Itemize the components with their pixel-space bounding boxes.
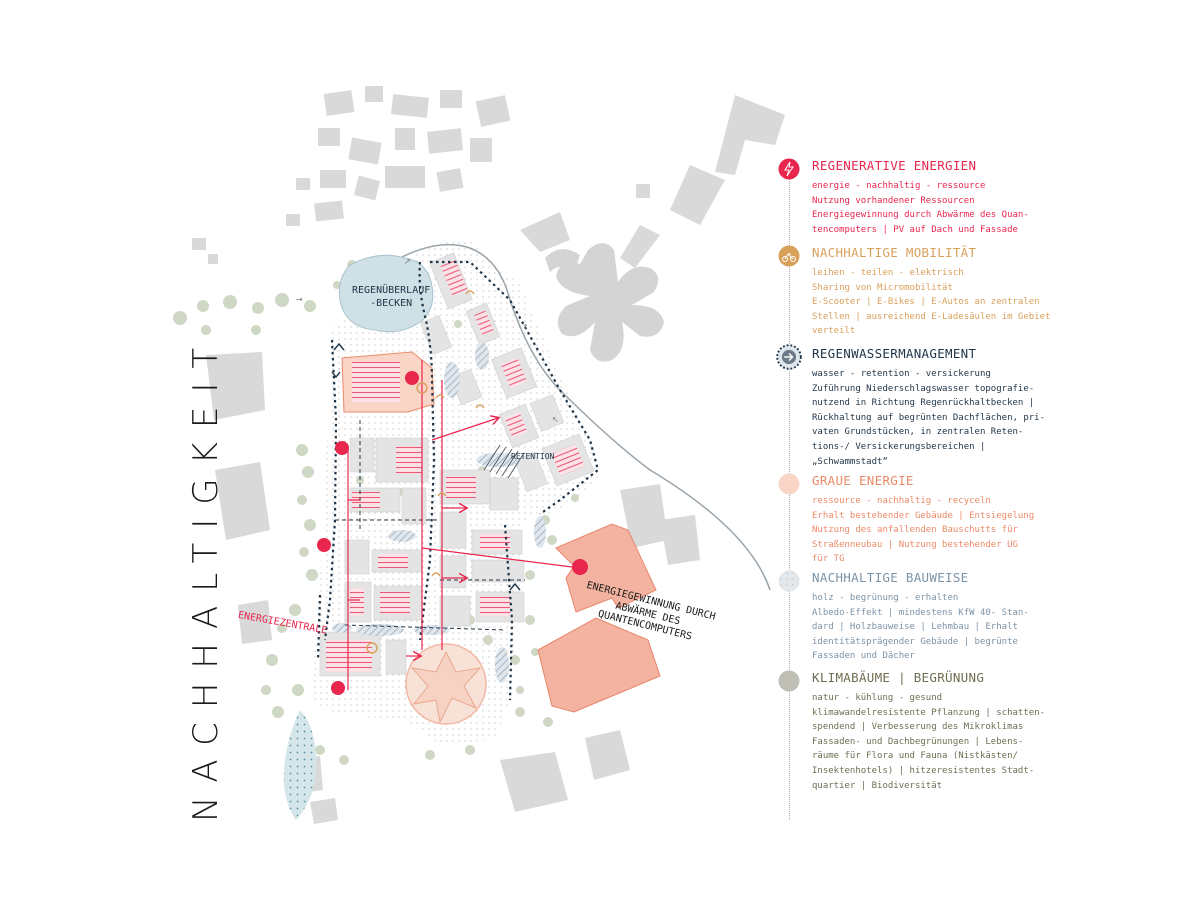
legend-line: quartier | Biodiversität bbox=[812, 780, 943, 791]
quantum-computer-buildings bbox=[537, 523, 661, 713]
retention-label: RETENTION bbox=[511, 452, 555, 461]
legend-line: räume für Flora und Fauna (Nistkästen/ bbox=[812, 751, 1018, 762]
legend-line: tencomputers | PV auf Dach und Fassade bbox=[812, 224, 1018, 235]
legend-line: Straßenneubau | Nutzung bestehender UG bbox=[812, 539, 1018, 550]
lightning-recycle-icon bbox=[778, 158, 800, 180]
central-plaza bbox=[405, 643, 487, 725]
legend-line: E-Scooter | E-Bikes | E-Autos an zentral… bbox=[812, 297, 1040, 308]
pv-roofs bbox=[326, 260, 585, 672]
legend-line: Rückhaltung auf begrünten Dachflächen, p… bbox=[812, 412, 1045, 423]
legend-line: „Schwammstadt“ bbox=[812, 456, 888, 467]
legend-line: vaten Grundstücken, in zentralen Reten- bbox=[812, 427, 1024, 438]
flow-arrows: → ↗ ↑ ↖ bbox=[296, 257, 559, 424]
road-line bbox=[339, 243, 771, 591]
legend-title-building: NACHHALTIGE BAUWEISE bbox=[812, 570, 969, 585]
legend-title-mobility: NACHHALTIGE MOBILITÄT bbox=[812, 245, 977, 260]
svg-text:↗: ↗ bbox=[404, 257, 411, 266]
pond-label: REGENÜBERLAUF -BECKEN bbox=[352, 284, 430, 310]
pond-label-line-1: REGENÜBERLAUF bbox=[352, 285, 431, 296]
legend-title-grey-energy: GRAUE ENERGIE bbox=[812, 473, 914, 488]
legend-line: Fassaden und Dächer bbox=[812, 651, 915, 662]
retention-stripes bbox=[483, 444, 525, 479]
retention-pond bbox=[338, 254, 434, 333]
legend-line: wasser - retention - versickerung bbox=[812, 369, 991, 379]
grey-energy-circle-icon bbox=[778, 473, 800, 495]
legend-title-regenerative: REGENERATIVE ENERGIEN bbox=[812, 158, 977, 173]
legend-line: Stellen | ausreichend E-Ladesäulen im Ge… bbox=[812, 311, 1051, 322]
legend-line: leihen - teilen - elektrisch bbox=[812, 268, 964, 278]
legend-line: Insektenhotels) | hitzeresistentes Stadt… bbox=[812, 765, 1035, 776]
energy-icons-map bbox=[317, 371, 588, 695]
svg-text:→: → bbox=[296, 295, 303, 304]
legend-line: für TG bbox=[812, 554, 845, 565]
svg-text:↑: ↑ bbox=[522, 323, 529, 332]
legend-line: energie - nachhaltig - ressource bbox=[812, 181, 986, 191]
legend-line: tions-/ Versickerungsbereichen | bbox=[812, 441, 986, 452]
energy-center-building bbox=[341, 351, 435, 413]
bike-scooter-icon bbox=[778, 245, 800, 267]
legend-line: Energiegewinnung durch Abwärme des Quan- bbox=[812, 210, 1029, 221]
legend-line: Sharing von Micromobilität bbox=[812, 282, 953, 293]
legend-body-grey-energy: ressource - nachhaltig - recyceln Erhalt… bbox=[812, 494, 1034, 567]
page-title: NACHHALTIGKEIT bbox=[186, 333, 226, 822]
pond-label-line-2: -BECKEN bbox=[370, 298, 413, 309]
sustainable-building-circle-icon bbox=[778, 570, 800, 592]
legend-connector-line bbox=[789, 170, 790, 820]
legend-title-rainwater: REGENWASSERMANAGEMENT bbox=[812, 346, 977, 361]
legend-line: natur - kühlung - gesund bbox=[812, 693, 943, 703]
rainwater-arrow-icon bbox=[776, 344, 802, 370]
flow-chevrons bbox=[331, 342, 521, 591]
legend-line: Nutzung des anfallenden Bauschutts für bbox=[812, 525, 1018, 536]
svg-text:↖: ↖ bbox=[552, 415, 559, 424]
legend-line: Zuführung Niederschlagswasser topografie… bbox=[812, 383, 1035, 394]
legend-body-building: holz - begrünung - erhalten Albedo-Effek… bbox=[812, 591, 1029, 664]
legend-line: identitätsprägender Gebäude | begrünte bbox=[812, 636, 1018, 647]
legend-line: Albedo-Effekt | mindestens KfW 40- Stan- bbox=[812, 607, 1029, 618]
legend-title-trees: KLIMABÄUME | BEGRÜNUNG bbox=[812, 670, 985, 685]
legend-body-rainwater: wasser - retention - versickerung Zuführ… bbox=[812, 367, 1045, 469]
legend-line: nutzend in Richtung Regenrückhaltbecken … bbox=[812, 398, 1035, 409]
legend-line: Fassaden- und Dachbegrünungen | Lebens- bbox=[812, 736, 1024, 747]
energy-network bbox=[347, 360, 581, 690]
legend-body-regenerative: energie - nachhaltig - ressource Nutzung… bbox=[812, 179, 1029, 237]
legend-line: dard | Holzbauweise | Lehmbau | Erhalt bbox=[812, 622, 1018, 633]
mobility-icons-map bbox=[366, 290, 485, 654]
legend-line: holz - begrünung - erhalten bbox=[812, 593, 959, 603]
legend-line: klimawandelresistente Pflanzung | schatt… bbox=[812, 707, 1045, 718]
stream bbox=[283, 710, 317, 820]
legend-body-trees: natur - kühlung - gesund klimawandelresi… bbox=[812, 691, 1045, 793]
legend-line: spendend | Verbesserung des Mikroklimas bbox=[812, 722, 1024, 733]
legend-body-mobility: leihen - teilen - elektrisch Sharing von… bbox=[812, 266, 1050, 339]
legend-line: verteilt bbox=[812, 326, 856, 337]
legend-line: Nutzung vorhandener Ressourcen bbox=[812, 195, 975, 206]
legend-line: Erhalt bestehender Gebäude | Entsiegelun… bbox=[812, 510, 1035, 521]
tree-circle-icon bbox=[778, 670, 800, 692]
legend-line: ressource - nachhaltig - recyceln bbox=[812, 496, 991, 506]
